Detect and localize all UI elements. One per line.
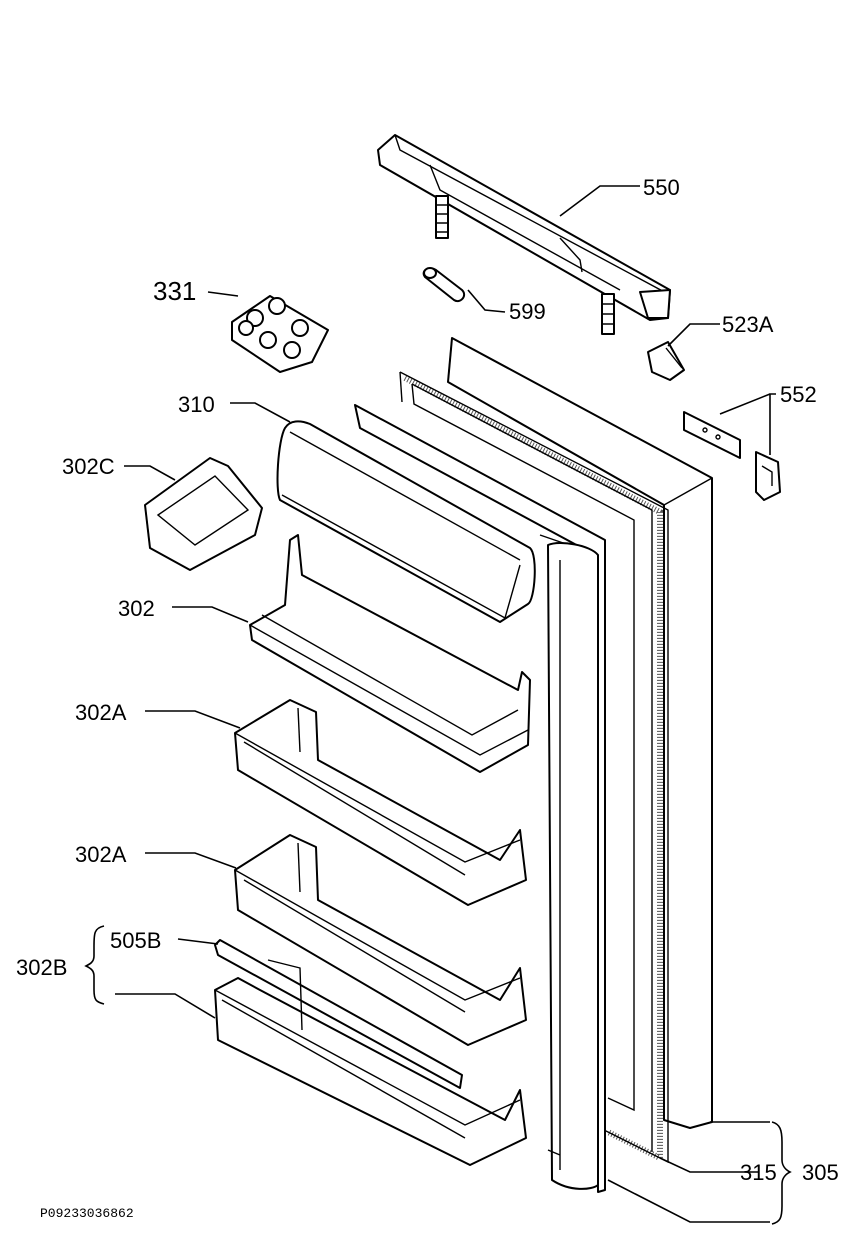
leader-lines [115, 185, 776, 1223]
shelf-302a-upper [234, 699, 527, 906]
label-599: 599 [509, 299, 546, 324]
dairy-lid-310 [276, 420, 536, 623]
label-310: 310 [178, 392, 215, 417]
hinge-523a [647, 341, 685, 381]
holder-302c [144, 457, 263, 571]
bracket-552 [683, 411, 781, 501]
door-liner [354, 404, 606, 1193]
shelf-302b [214, 939, 527, 1166]
shelf-302 [249, 534, 531, 773]
pin-599 [422, 267, 466, 302]
label-523a: 523A [722, 312, 774, 337]
label-302: 302 [118, 596, 155, 621]
label-302a-upper: 302A [75, 700, 127, 725]
door-panel [447, 337, 713, 1129]
door-gasket [399, 371, 669, 1164]
label-505b: 505B [110, 928, 161, 953]
reference-code: P09233036862 [40, 1206, 134, 1221]
label-302a-lower: 302A [75, 842, 127, 867]
label-331: 331 [153, 276, 196, 306]
label-550: 550 [643, 175, 680, 200]
shelf-302a-lower [234, 834, 527, 1046]
hinge-cover-550 [377, 134, 671, 335]
braces [84, 925, 792, 1225]
callout-labels: 550 599 331 523A 552 310 302C 302 302A 3… [16, 175, 839, 1185]
label-302b: 302B [16, 955, 67, 980]
egg-tray-331 [231, 295, 329, 373]
label-552: 552 [780, 382, 817, 407]
label-315: 315 [740, 1160, 777, 1185]
label-302c: 302C [62, 454, 115, 479]
label-305: 305 [802, 1160, 839, 1185]
